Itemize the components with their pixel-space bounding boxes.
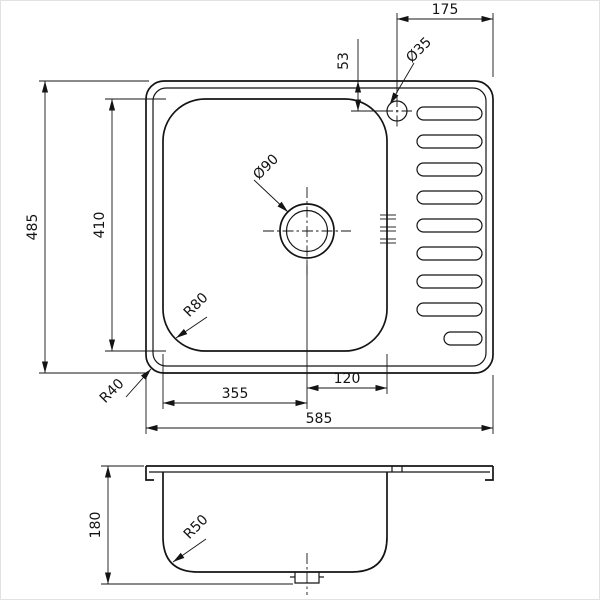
sink-outer-edge xyxy=(145,80,494,374)
dim-label-410: 410 xyxy=(92,212,108,239)
dim-label-355: 355 xyxy=(222,386,249,402)
dim-label-175: 175 xyxy=(432,2,459,18)
left-rim-hook xyxy=(145,466,154,481)
right-rim-hook xyxy=(485,466,494,481)
dimensions-side: 180 R50 xyxy=(88,465,293,585)
drainboard-rib xyxy=(416,246,483,261)
drainboard-rib xyxy=(416,218,483,233)
sink-rim-line xyxy=(152,87,487,367)
dim-label-r50: R50 xyxy=(181,512,212,543)
dim-label-120: 120 xyxy=(334,371,361,387)
drainboard-rib xyxy=(416,106,483,121)
leader-line xyxy=(175,316,208,339)
faucet-hole-section xyxy=(391,466,403,472)
drainboard-rib xyxy=(416,274,483,289)
leader-line xyxy=(253,179,289,213)
dim-label-dia35: Ø35 xyxy=(403,34,435,66)
overflow-marks xyxy=(380,214,396,244)
drain-outer-circle xyxy=(279,203,335,259)
side-view xyxy=(145,465,494,595)
dim-label-r40: R40 xyxy=(97,376,128,407)
drain-hole xyxy=(263,187,351,275)
dim-label-r80: R80 xyxy=(181,290,212,321)
dim-label-585: 585 xyxy=(306,411,333,427)
leader-line xyxy=(125,368,152,398)
drainboard-rib xyxy=(416,302,483,317)
dim-label-180: 180 xyxy=(88,512,104,539)
top-view xyxy=(145,80,494,374)
drainboard-rib xyxy=(443,331,483,346)
drainboard-rib xyxy=(416,134,483,149)
drainboard-rib xyxy=(416,162,483,177)
dim-label-485: 485 xyxy=(25,214,41,241)
dim-label-53: 53 xyxy=(336,52,352,70)
drainboard-rib xyxy=(416,190,483,205)
bowl-section-profile xyxy=(162,472,388,573)
leader-line xyxy=(172,538,207,563)
leader-line xyxy=(389,62,415,105)
dim-label-dia90: Ø90 xyxy=(250,151,282,183)
drainboard-ribs xyxy=(416,106,483,346)
sink-bowl xyxy=(162,98,388,352)
dimensions-top: 175 53 Ø35 485 410 Ø90 R80 R40 355 xyxy=(25,2,494,434)
